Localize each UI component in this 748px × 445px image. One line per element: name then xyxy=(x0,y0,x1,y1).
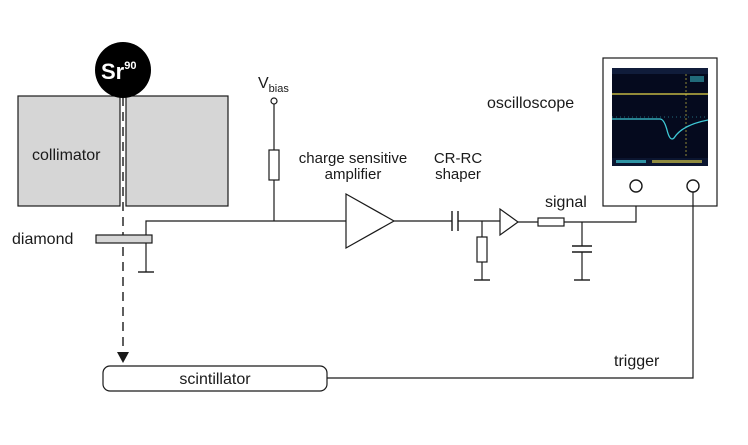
source-sr90 xyxy=(95,42,151,98)
signal-label: signal xyxy=(545,194,587,211)
charge-amp-label-line2: amplifier xyxy=(325,166,382,183)
vbias-label: Vbias xyxy=(258,75,289,95)
diamond-label: diamond xyxy=(12,231,73,248)
charge-amp-label-line1: charge sensitive xyxy=(299,150,407,167)
shaper-resistor xyxy=(476,236,488,263)
oscilloscope-screen xyxy=(612,68,709,166)
oscilloscope-input-signal xyxy=(629,179,643,193)
vbias-main: V xyxy=(258,75,269,92)
shaper-label-line1: CR-RC xyxy=(434,150,482,167)
collimator-left-block xyxy=(17,95,121,207)
shaper-buffer-symbol xyxy=(499,207,520,237)
signal-wire-main xyxy=(145,220,346,235)
trigger-wire xyxy=(327,192,694,379)
shaper-label-line2: shaper xyxy=(435,166,481,183)
source-label: Sr90 xyxy=(101,59,137,84)
oscilloscope-input-trigger xyxy=(686,179,700,193)
bias-terminal xyxy=(270,97,278,105)
oscilloscope-label: oscilloscope xyxy=(487,95,574,112)
collimator-label: collimator xyxy=(32,147,101,164)
charge-amplifier-symbol xyxy=(345,192,396,250)
beam-arrowhead xyxy=(117,352,129,363)
source-symbol: Sr xyxy=(101,59,125,84)
source-superscript: 90 xyxy=(124,60,136,72)
vbias-sub: bias xyxy=(269,83,290,95)
collimator-right-block xyxy=(125,95,229,207)
scintillator-label: scintillator xyxy=(179,371,251,388)
diamond-detector xyxy=(95,234,153,244)
trigger-label: trigger xyxy=(614,353,660,370)
output-resistor xyxy=(537,217,565,227)
scintillator-box xyxy=(102,365,328,392)
bias-resistor xyxy=(268,149,280,181)
